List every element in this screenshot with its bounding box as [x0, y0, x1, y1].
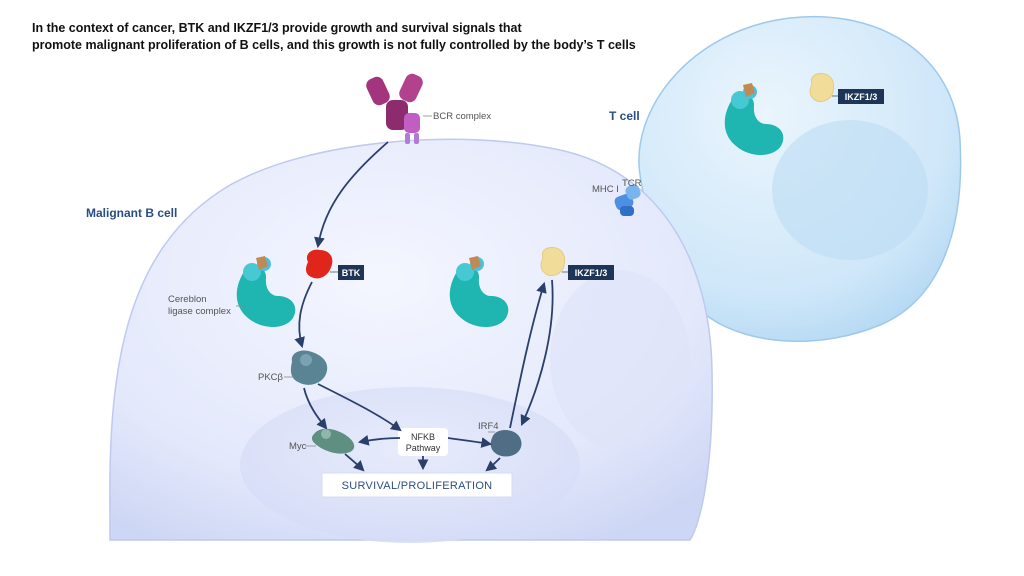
figure-title: In the context of cancer, BTK and IKZF1/… [32, 20, 732, 54]
mhc-label: MHC I [592, 184, 619, 195]
b-cell [109, 138, 713, 543]
nfkb-label-line1: NFKB [411, 432, 435, 442]
arrow-irf4-survival [485, 457, 501, 472]
cereblon-complex-icon-2 [449, 256, 509, 327]
b-cell-nucleus [240, 387, 580, 543]
arrow-pkcb-myc [303, 387, 328, 430]
arrow-myc-survival [344, 453, 365, 472]
survival-box [321, 472, 513, 498]
arrow-nfkb-irf4 [447, 437, 493, 448]
survival-label: SURVIVAL/PROLIFERATION [342, 480, 493, 492]
btk-tag [338, 265, 364, 280]
t-cell-label: T cell [609, 109, 640, 123]
arrow-pkcb-nfkb [317, 383, 402, 432]
cereblon-label-line2: ligase complex [168, 306, 231, 317]
myc-label: Myc [289, 441, 307, 452]
b-cell-label: Malignant B cell [86, 206, 177, 220]
arrow-btk-pkcb [294, 281, 313, 349]
cereblon-complex-icon [236, 256, 296, 327]
ikzf-tag-b-cell-text: IKZF1/3 [575, 268, 608, 278]
b-cell-organelle [550, 270, 690, 450]
arrow-ikzf-irf4 [520, 279, 554, 426]
ikzf-tag-t-cell [838, 89, 884, 104]
pathway-arrows [294, 141, 554, 472]
title-line-2: promote malignant proliferation of B cel… [32, 38, 636, 52]
pkcb-label: PKCβ [258, 372, 284, 383]
btk-protein-icon [306, 249, 333, 279]
irf4-label: IRF4 [478, 421, 499, 432]
bcr-complex-label: BCR complex [433, 111, 491, 122]
arrow-bcr-btk [314, 141, 389, 249]
nfkb-label-line2: Pathway [406, 443, 441, 453]
cereblon-complex-icon-t-cell [724, 83, 784, 155]
myc-protein-icon [311, 428, 355, 454]
pkcb-protein-icon [290, 350, 328, 385]
ikzf-protein-icon [540, 247, 566, 276]
bcr-complex-icon [366, 73, 423, 144]
mhc-tcr-icon [614, 184, 641, 216]
arrow-nfkb-myc [357, 435, 401, 446]
irf4-protein-icon [490, 430, 522, 457]
ikzf-tag-b-cell [568, 265, 614, 280]
tcr-label: TCR [622, 178, 642, 189]
title-line-1: In the context of cancer, BTK and IKZF1/… [32, 21, 522, 35]
t-cell-nucleus [772, 120, 928, 260]
arrow-irf4-ikzf [509, 281, 547, 429]
ikzf-protein-icon-t-cell [809, 73, 835, 102]
nfkb-box [398, 428, 448, 456]
cereblon-label-line1: Cereblon [168, 294, 207, 305]
btk-tag-text: BTK [342, 268, 361, 278]
ikzf-tag-t-cell-text: IKZF1/3 [845, 92, 878, 102]
